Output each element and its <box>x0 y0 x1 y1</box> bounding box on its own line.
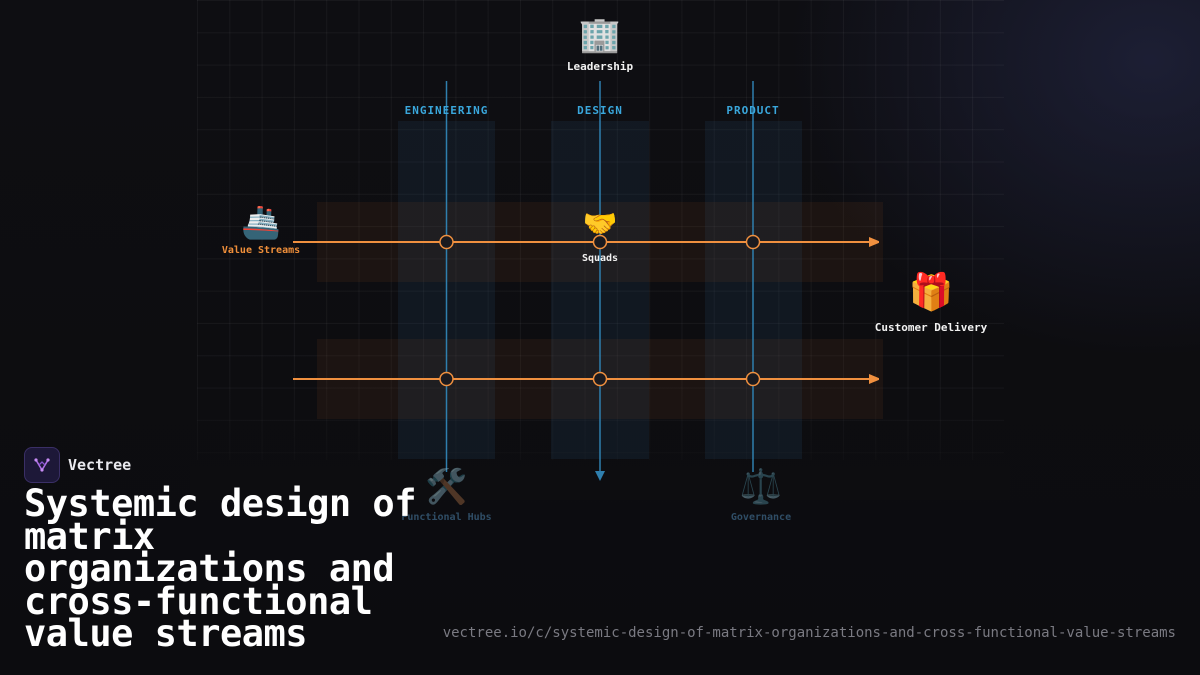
office-building-icon: 🏢 <box>578 15 622 55</box>
intersection-node <box>439 371 454 387</box>
intersection-node <box>745 371 761 387</box>
leadership-label: Leadership <box>566 60 634 73</box>
value-streams-label: Value Streams <box>221 245 301 256</box>
page-title: Systemic design of matrix organizations … <box>24 482 416 655</box>
intersection-node <box>745 234 761 250</box>
column-label-engineering: ENGINEERING <box>404 104 489 117</box>
brand: Vectree <box>24 447 131 483</box>
governance-label: Governance <box>730 512 792 523</box>
handshake-icon: 🤝 <box>582 207 618 240</box>
page-url[interactable]: vectree.io/c/systemic-design-of-matrix-o… <box>442 625 1176 641</box>
vectree-logo-icon <box>24 447 60 483</box>
gift-icon: 🎁 <box>908 272 954 313</box>
column-label-design: DESIGN <box>577 104 623 117</box>
intersection-node <box>592 234 608 250</box>
squads-label: Squads <box>581 253 619 264</box>
intersection-node <box>439 234 454 250</box>
functional-hubs-label: Functional Hubs <box>401 512 492 523</box>
intersection-node <box>592 371 608 387</box>
customer-delivery-label: Customer Delivery <box>874 321 988 334</box>
column-label-product: PRODUCT <box>726 104 780 117</box>
ship-icon: 🚢 <box>241 203 281 241</box>
tools-icon: 🛠️ <box>425 467 468 507</box>
brand-name: Vectree <box>68 456 132 474</box>
scales-icon: ⚖️ <box>739 467 783 507</box>
